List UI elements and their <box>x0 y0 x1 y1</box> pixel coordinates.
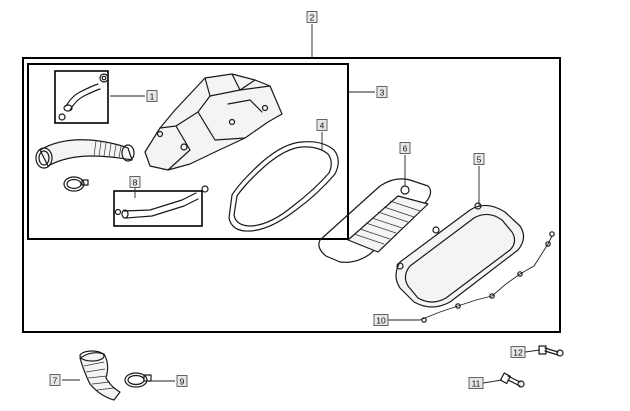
callout-2: 2 <box>306 11 318 23</box>
callout-number: 8 <box>133 178 138 188</box>
hose-clamp-part <box>63 176 89 192</box>
leader-lines <box>62 24 541 384</box>
outlet-hose-part <box>79 350 121 401</box>
callout-number: 10 <box>376 316 386 326</box>
callout-number: 5 <box>477 155 482 165</box>
intake-duct-part <box>35 139 135 169</box>
part-1-frame <box>54 70 109 124</box>
callout-box <box>146 90 158 102</box>
callout-box <box>399 142 411 154</box>
air-box-cover-part <box>395 202 525 308</box>
callout-number: 1 <box>150 92 155 102</box>
part-8-frame <box>113 190 203 227</box>
callout-box <box>129 176 141 188</box>
callout-7: 7 <box>49 374 61 386</box>
callout-box <box>468 377 484 389</box>
callout-5: 5 <box>473 153 485 165</box>
breather-hose-part <box>58 73 109 121</box>
callout-number: 6 <box>403 144 408 154</box>
callout-box <box>176 375 188 387</box>
callout-number: 2 <box>310 13 315 23</box>
callout-number: 3 <box>380 88 385 98</box>
cover-screws-part <box>419 231 555 323</box>
air-box-subassembly-frame <box>27 63 349 240</box>
callout-number: 11 <box>472 379 481 389</box>
callout-number: 4 <box>320 121 325 131</box>
air-filter-element-part <box>318 178 432 263</box>
bolt-11-part <box>499 372 525 388</box>
callout-box <box>376 86 388 98</box>
callout-9: 9 <box>176 375 188 387</box>
callout-box <box>49 374 61 386</box>
callout-3: 3 <box>376 86 388 98</box>
callout-4: 4 <box>316 119 328 131</box>
callout-box <box>373 314 389 326</box>
callout-box <box>316 119 328 131</box>
callout-12: 12 <box>510 346 526 358</box>
air-box-housing-part <box>144 73 283 171</box>
callout-number: 7 <box>53 376 58 386</box>
callout-11: 11 <box>468 377 484 389</box>
bolt-12-part <box>538 345 564 357</box>
callout-box <box>473 153 485 165</box>
callout-1: 1 <box>146 90 158 102</box>
callout-box <box>510 346 526 358</box>
callout-8: 8 <box>129 176 141 188</box>
callout-10: 10 <box>373 314 389 326</box>
callout-box <box>306 11 318 23</box>
air-filter-assembly-frame <box>22 57 561 333</box>
outlet-clamp-part <box>124 372 152 388</box>
callout-number: 12 <box>513 348 523 358</box>
drain-tube-part <box>114 185 209 219</box>
air-box-gasket-part <box>228 141 339 232</box>
callout-6: 6 <box>399 142 411 154</box>
callout-number: 9 <box>180 377 185 387</box>
